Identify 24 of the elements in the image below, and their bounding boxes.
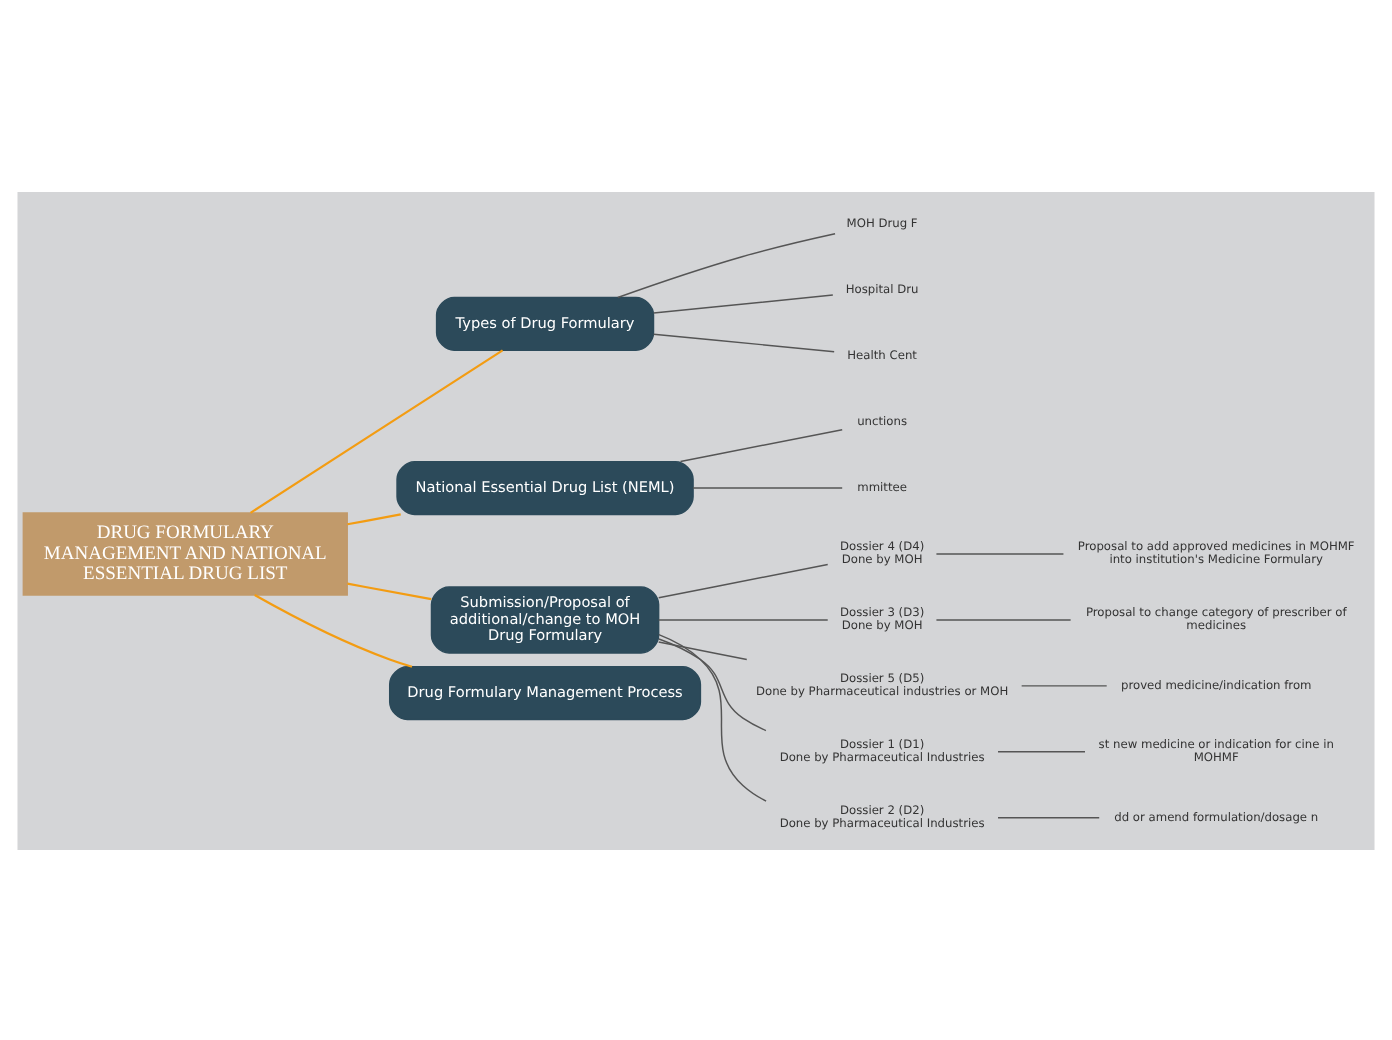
connector [997,816,1100,818]
node-box: DRUG FORMULARY MANAGEMENT AND NATIONAL ESSENTIAL DRUG LIST [22,511,348,595]
node-box: Types of Drug Formulary [435,295,655,350]
node-box: National Essential Drug List (NEML) [396,459,694,515]
connector [679,427,843,462]
connector [652,332,835,352]
connector [935,618,1072,620]
connector [658,637,767,731]
connector [997,750,1086,752]
connector [657,562,829,598]
connector [254,593,413,667]
connector [652,293,834,313]
connector [347,512,401,525]
node-box: Submission/Proposal of additional/change to MOH Drug Formulary [430,585,660,653]
connector [657,618,829,620]
connector [935,552,1065,554]
connector [692,486,843,488]
connector [1020,684,1108,686]
connector [657,640,748,660]
connector [249,348,504,513]
connector [347,581,432,600]
connector [658,632,767,801]
connector [617,231,836,298]
node-box: Drug Formulary Management Process [388,665,702,720]
